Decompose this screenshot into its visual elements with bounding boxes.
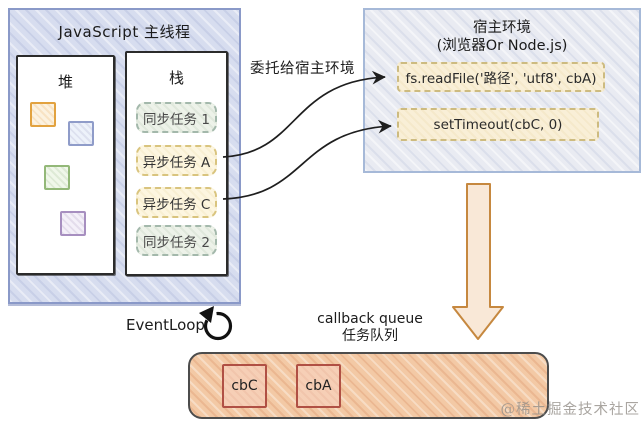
arrow-host-to-queue <box>452 183 504 340</box>
stack-task-sync-1: 同步任务 1 <box>136 102 217 133</box>
stack-task-async-a: 异步任务 A <box>136 145 217 176</box>
arrow-asyncA-to-readfile <box>222 70 386 158</box>
fs-readfile-call-box: fs.readFile('路径', 'utf8', cbA) <box>397 62 605 92</box>
host-environment-box: 宿主环境 (浏览器Or Node.js) fs.readFile('路径', '… <box>363 8 641 173</box>
heap-object-orange <box>30 102 56 127</box>
watermark: @稀土掘金技术社区 <box>500 402 640 418</box>
heap-label: 堆 <box>57 73 73 91</box>
js-main-thread-title: JavaScript 主线程 <box>58 23 191 41</box>
host-environment-subtitle: (浏览器Or Node.js) <box>436 38 568 54</box>
heap-box: 堆 <box>16 55 115 275</box>
queue-item-cbC: cbC <box>222 364 267 408</box>
stack-box: 栈 同步任务 1 异步任务 A 异步任务 C 同步任务 2 <box>125 51 228 276</box>
event-loop-label: EventLoop <box>126 316 205 334</box>
heap-object-green <box>44 165 70 190</box>
host-environment-title: 宿主环境 <box>473 20 531 36</box>
callback-queue-title-en: callback queue <box>317 311 423 327</box>
queue-item-cbA: cbA <box>296 364 341 408</box>
stack-task-sync-2: 同步任务 2 <box>136 225 217 256</box>
callback-queue-box: cbC cbA <box>188 352 549 419</box>
stack-task-async-c: 异步任务 C <box>136 187 217 218</box>
delegate-arrow-label: 委托给宿主环境 <box>250 61 355 77</box>
callback-queue-titles: callback queue 任务队列 <box>290 311 450 345</box>
js-main-thread-box: JavaScript 主线程 堆 栈 同步任务 1 异步任务 A 异步任务 C … <box>8 8 241 304</box>
settimeout-call-box: setTimeout(cbC, 0) <box>397 108 599 141</box>
callback-queue-title-zh: 任务队列 <box>342 328 398 344</box>
heap-object-blue <box>68 121 94 146</box>
heap-object-purple <box>60 211 86 236</box>
stack-label: 栈 <box>168 69 184 87</box>
